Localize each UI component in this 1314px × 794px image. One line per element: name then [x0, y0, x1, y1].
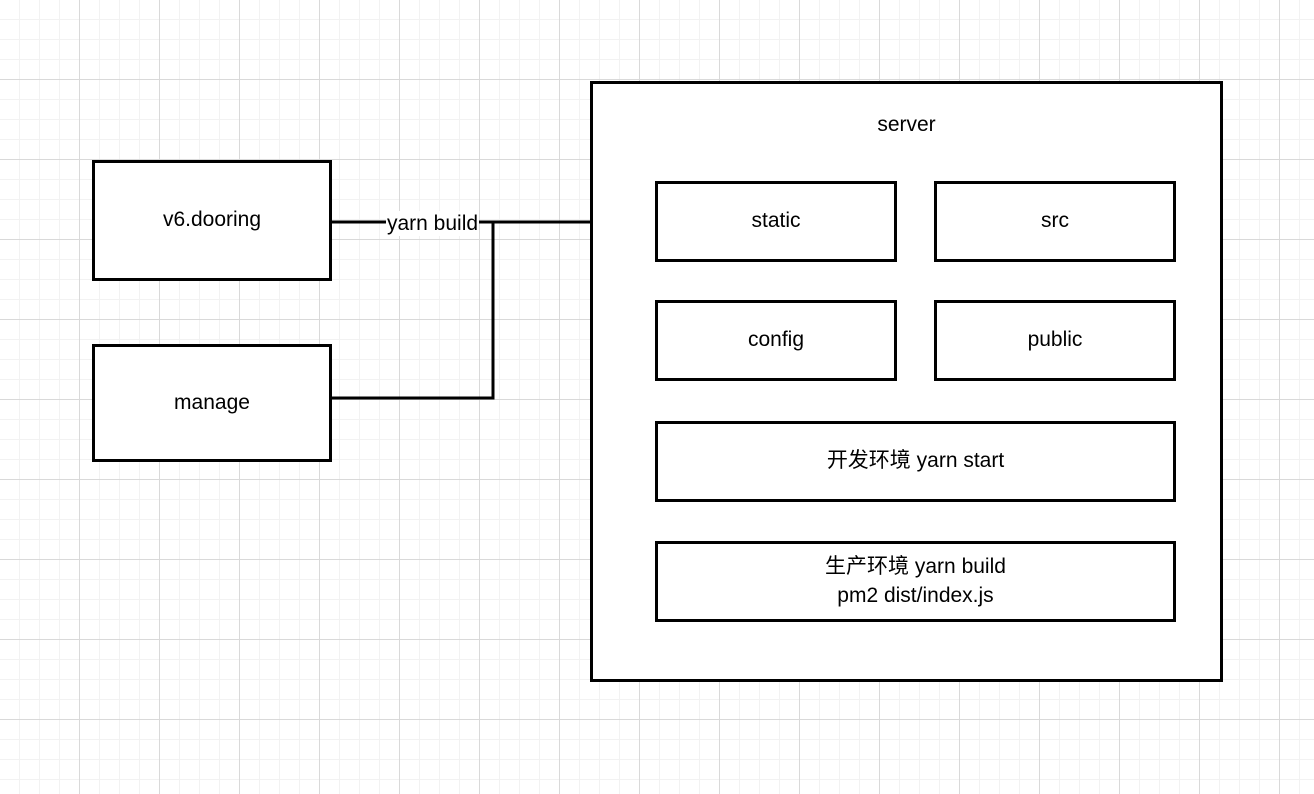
node-manage[interactable]: manage: [92, 344, 332, 462]
node-static[interactable]: static: [655, 181, 897, 262]
node-public[interactable]: public: [934, 300, 1176, 381]
edge-manage-to-trunk: [331, 222, 495, 400]
edge-label-yarn-build: yarn build: [386, 211, 480, 237]
node-config[interactable]: config: [655, 300, 897, 381]
group-server-title: server: [877, 113, 936, 136]
node-v6-dooring[interactable]: v6.dooring: [92, 160, 332, 281]
node-src[interactable]: src: [934, 181, 1176, 262]
node-prod-environment[interactable]: 生产环境 yarn build pm2 dist/index.js: [655, 541, 1176, 622]
node-dev-environment[interactable]: 开发环境 yarn start: [655, 421, 1176, 502]
